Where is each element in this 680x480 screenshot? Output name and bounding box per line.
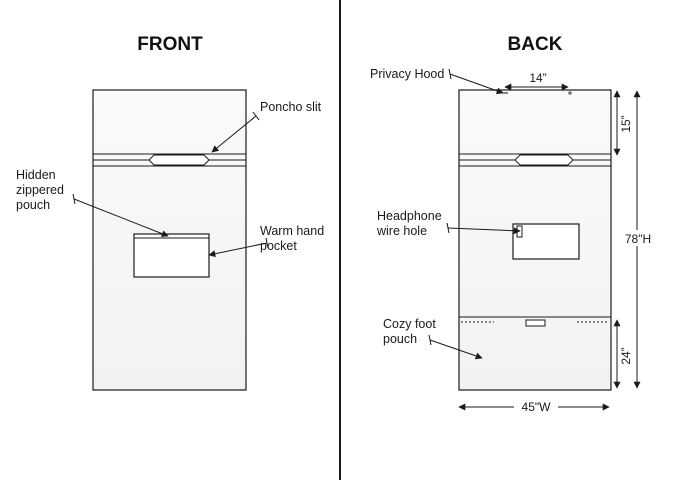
dim-foot-height-label: 24” bbox=[619, 347, 633, 364]
leader-hidden-pouch bbox=[73, 198, 169, 237]
front-view: Poncho slit Hidden zippered pouch Warm h… bbox=[16, 89, 324, 391]
leader-privacy-hood-tick bbox=[448, 68, 452, 80]
leader-foot-pouch bbox=[429, 339, 483, 360]
label-headphone-1: Headphone bbox=[377, 209, 442, 223]
label-hidden-pouch-3: pouch bbox=[16, 198, 50, 212]
label-headphone-2: wire hole bbox=[376, 224, 427, 238]
label-hidden-pouch-1: Hidden bbox=[16, 168, 56, 182]
headphone-wire-hole bbox=[516, 225, 523, 238]
dim-hood-width-label: 14” bbox=[529, 71, 546, 85]
leader-hidden-pouch-tick bbox=[72, 193, 76, 205]
label-warm-pocket-2: pocket bbox=[260, 239, 297, 253]
label-warm-pocket-1: Warm hand bbox=[260, 224, 324, 238]
back-slit bbox=[514, 154, 574, 166]
leader-headphone bbox=[447, 227, 521, 235]
back-heading: BACK bbox=[508, 34, 563, 55]
back-view: Privacy Hood Headphone wire hole Cozy fo… bbox=[370, 67, 659, 414]
dim-total-height-label-bg bbox=[621, 230, 659, 246]
foot-pouch-opening bbox=[525, 319, 546, 327]
hood-marker-right bbox=[568, 91, 572, 95]
dim-total-width-label: 45"W bbox=[522, 400, 552, 414]
dim-hood-height-label: 15” bbox=[619, 115, 633, 132]
label-foot-pouch-2: pouch bbox=[383, 332, 417, 346]
leader-poncho-slit bbox=[211, 115, 257, 153]
label-hidden-pouch-2: zippered bbox=[16, 183, 64, 197]
leader-privacy-hood bbox=[449, 73, 504, 95]
headphone-pocket bbox=[512, 223, 580, 260]
leader-warm-pocket-tick bbox=[265, 237, 269, 249]
label-poncho-slit: Poncho slit bbox=[260, 100, 322, 114]
leader-poncho-slit-tick bbox=[252, 111, 260, 121]
dim-total-height-label: 78"H bbox=[625, 232, 651, 246]
dim-total-width-label-bg bbox=[514, 399, 558, 414]
front-heading: FRONT bbox=[137, 34, 203, 55]
leader-foot-pouch-tick bbox=[428, 334, 432, 346]
front-poncho-slit bbox=[148, 154, 210, 166]
leader-headphone-tick bbox=[446, 222, 450, 234]
label-privacy-hood: Privacy Hood bbox=[370, 67, 444, 81]
leader-warm-pocket bbox=[208, 242, 268, 258]
label-foot-pouch-1: Cozy foot bbox=[383, 317, 436, 331]
front-hand-pocket bbox=[133, 233, 210, 278]
